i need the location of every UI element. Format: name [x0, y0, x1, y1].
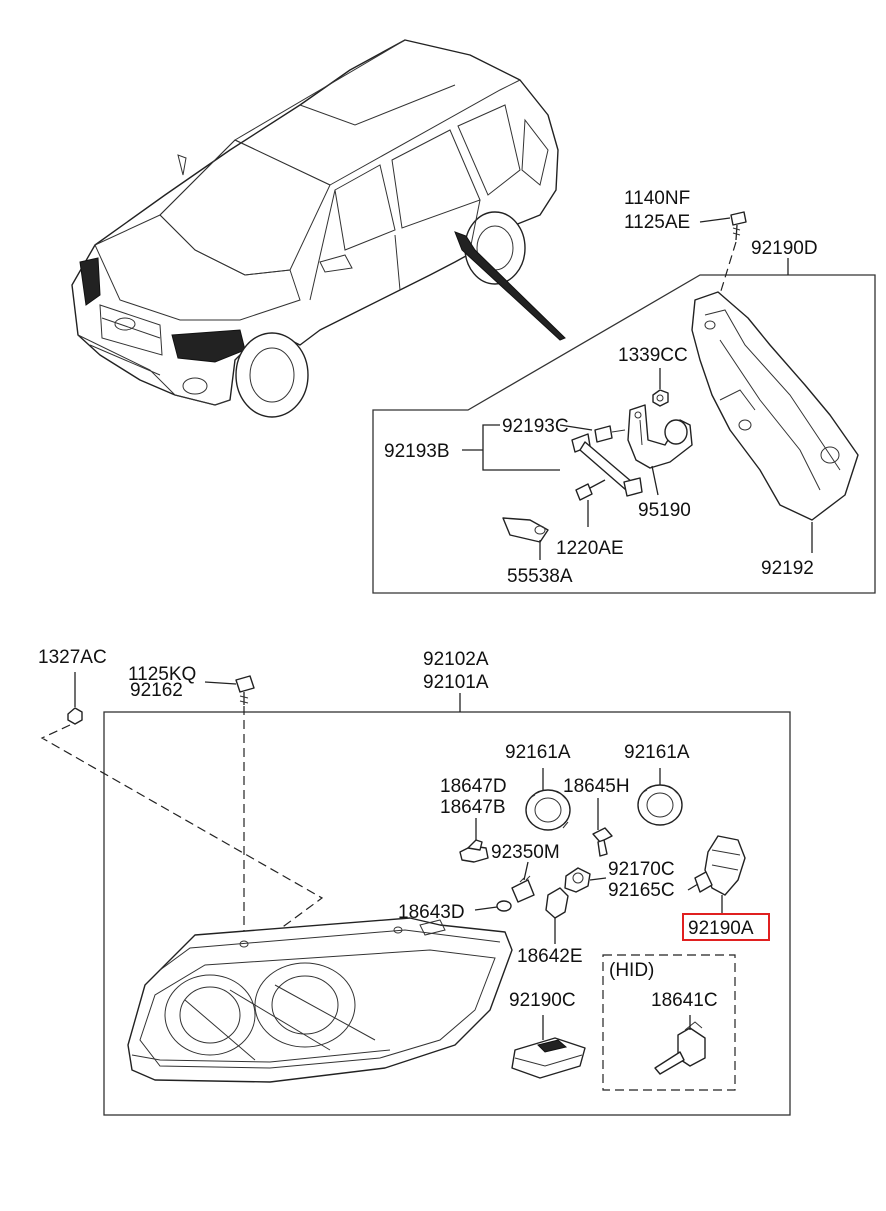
ballast-92190c: [511, 1037, 586, 1079]
socket-ring-92161a-right: [637, 784, 683, 826]
socket-ring-92161a-left: [525, 789, 571, 831]
label-92102a: 92102A: [423, 649, 489, 670]
nut-1339cc: [652, 389, 669, 407]
hid-option-box: [602, 954, 736, 1091]
link-rod-92193b: [571, 425, 643, 497]
screw-1125kq: [235, 675, 255, 705]
sensor-95190: [627, 404, 693, 469]
label-1220ae: 1220AE: [556, 538, 624, 559]
leader-92193c: [559, 424, 593, 431]
leader-95190: [651, 465, 659, 496]
actuator-92190a: [687, 835, 746, 896]
label-18641c: 18641C: [651, 990, 718, 1011]
label-55538a: 55538A: [507, 566, 573, 587]
label-92190a: 92190A: [688, 918, 754, 939]
bulb-18647d: [459, 839, 489, 863]
leader-92350m: [523, 861, 529, 881]
label-1140nf: 1140NF: [624, 188, 690, 209]
label-92101a: 92101A: [423, 672, 489, 693]
label-18647d: 18647D: [440, 776, 507, 797]
bolt-1220ae: [575, 479, 606, 501]
bulb-18645h: [592, 827, 613, 857]
leader-1125kq: [204, 681, 237, 685]
label-1125kq: 1125KQ: [128, 664, 196, 685]
label-hid: (HID): [609, 960, 654, 981]
leader-1140nf: [699, 217, 731, 223]
bolt-1140nf: [730, 211, 747, 241]
label-18645h: 18645H: [563, 776, 630, 797]
socket-92170c: [564, 867, 591, 893]
headlamp-assembly-box: [103, 711, 791, 1116]
headlamp-housing: [127, 917, 513, 1083]
socket-92350m: [511, 875, 535, 903]
label-92162: 92162: [130, 680, 183, 701]
label-1125ae: 1125AE: [624, 212, 690, 233]
leveling-assembly-box: [372, 274, 876, 594]
label-92350m: 92350M: [491, 842, 560, 863]
label-92193c: 92193C: [502, 416, 569, 437]
label-1339cc: 1339CC: [618, 345, 688, 366]
highlight-box-92190a: [682, 913, 770, 941]
label-92190d: 92190D: [751, 238, 818, 259]
label-92161a-left: 92161A: [505, 742, 571, 763]
label-92170c: 92170C: [608, 859, 675, 880]
label-95190: 95190: [638, 500, 691, 521]
label-92165c: 92165C: [608, 880, 675, 901]
label-92161a-right: 92161A: [624, 742, 690, 763]
label-92193b: 92193B: [384, 441, 450, 462]
bulb-18642e: [545, 887, 569, 919]
bracket-92193b: [482, 424, 560, 471]
bulb-18643d: [496, 900, 512, 912]
bracket-92192: [691, 291, 859, 521]
hid-bulb-18641c: [654, 1021, 706, 1075]
clip-55538a: [502, 517, 549, 543]
label-18642e: 18642E: [517, 946, 583, 967]
label-18647b: 18647B: [440, 797, 506, 818]
dash-1327ac: [40, 724, 324, 941]
label-92190c: 92190C: [509, 990, 576, 1011]
label-1327ac: 1327AC: [38, 647, 107, 668]
label-18643d: 18643D: [398, 902, 465, 923]
nut-1327ac: [67, 707, 83, 725]
leader-92170c: [589, 877, 607, 881]
label-92192: 92192: [761, 558, 814, 579]
vehicle-illustration: [71, 39, 566, 418]
leader-18643d: [474, 906, 498, 911]
